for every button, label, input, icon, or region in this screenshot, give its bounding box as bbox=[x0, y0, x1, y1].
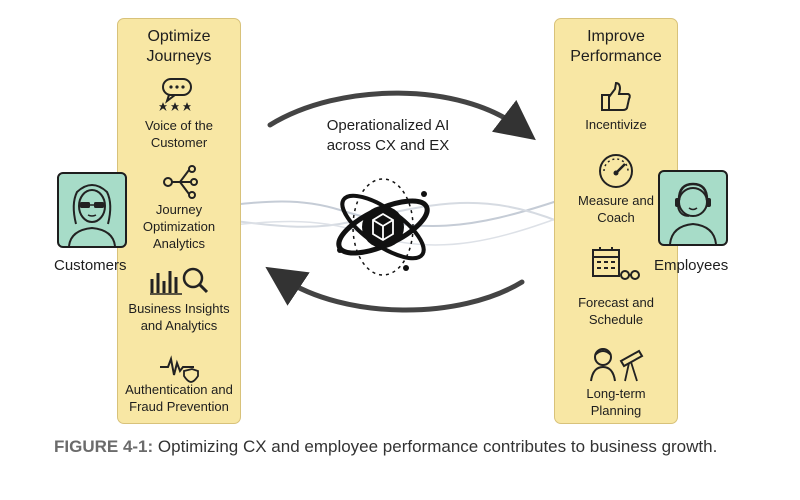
right-item-label: Long-term Planning bbox=[586, 386, 646, 418]
panel-title: Optimize Journeys bbox=[146, 28, 212, 65]
headset-agent-icon bbox=[669, 182, 717, 245]
employee-avatar bbox=[658, 170, 728, 246]
figure-caption: FIGURE 4-1: Optimizing CX and employee p… bbox=[54, 436, 764, 458]
left-item-label: Business Insights and Analytics bbox=[128, 301, 230, 333]
center-title: Operationalized AI across CX and EX bbox=[326, 117, 450, 154]
gauge-icon bbox=[599, 154, 633, 188]
woman-with-glasses-icon bbox=[68, 184, 116, 247]
calendar-binoculars-icon bbox=[592, 247, 640, 280]
top-cycle-arrow bbox=[267, 90, 536, 141]
left-item-label: Journey Optimization Analytics bbox=[142, 202, 216, 251]
left-item-label: Voice of the Customer bbox=[145, 118, 213, 150]
bottom-cycle-arrow bbox=[265, 266, 525, 313]
customer-avatar bbox=[57, 172, 127, 248]
caption-prefix: FIGURE 4-1: bbox=[54, 437, 154, 456]
panel-title: Improve Performance bbox=[570, 28, 662, 65]
left-item-label: Authentication and Fraud Prevention bbox=[125, 382, 233, 414]
caption-text: Optimizing CX and employee performance c… bbox=[157, 437, 718, 456]
person-telescope-icon bbox=[590, 348, 644, 382]
right-item-label: Incentivize bbox=[585, 117, 647, 132]
right-item-label: Forecast and Schedule bbox=[578, 295, 654, 327]
network-nodes-icon bbox=[163, 165, 198, 199]
customers-label: Customers bbox=[54, 257, 127, 274]
chat-rating-icon bbox=[158, 78, 192, 112]
thumbs-up-icon bbox=[601, 81, 631, 111]
bar-chart-magnifier-icon bbox=[150, 267, 209, 295]
right-item-label: Measure and Coach bbox=[578, 193, 654, 225]
ai-atom-icon bbox=[336, 178, 430, 276]
improve-performance-panel: Improve Performance Incentivize Measure … bbox=[554, 18, 678, 424]
waveform-shield-icon bbox=[160, 355, 199, 383]
optimize-journeys-panel: Optimize Journeys Voice of the Customer … bbox=[117, 18, 241, 424]
employees-label: Employees bbox=[654, 257, 729, 274]
